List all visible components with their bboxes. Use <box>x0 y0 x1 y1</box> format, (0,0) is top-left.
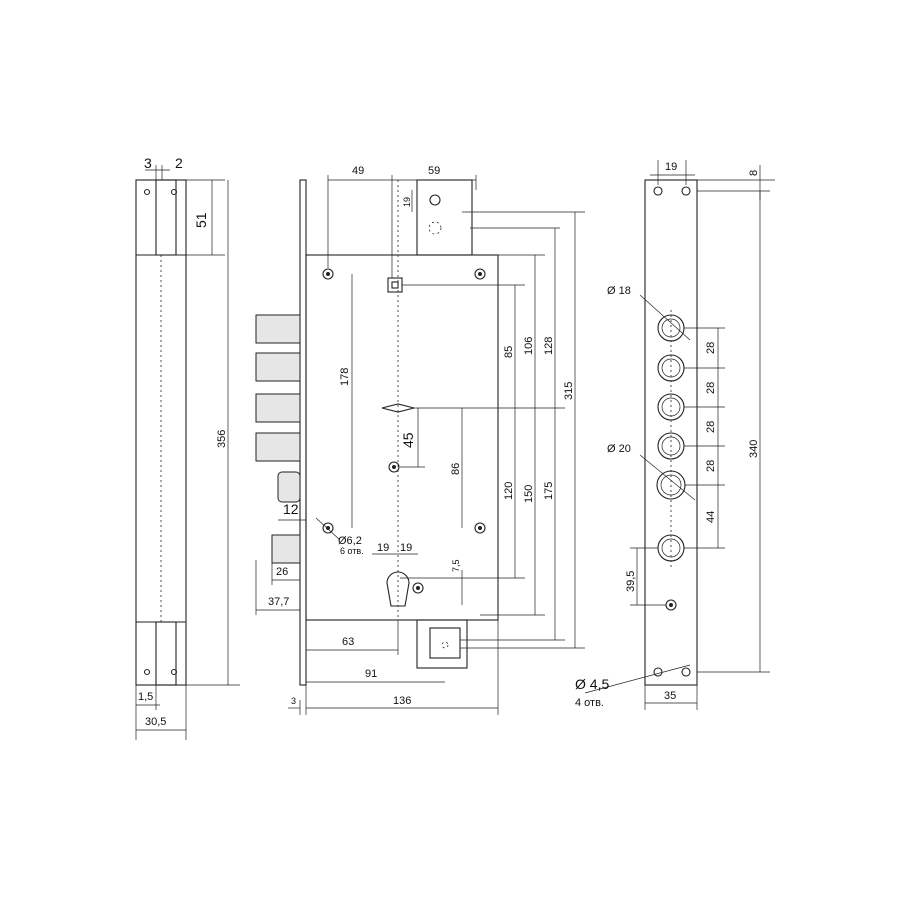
dim-86: 86 <box>450 463 462 475</box>
bolt-3 <box>255 393 301 423</box>
front-faceplate <box>299 179 307 686</box>
strike-dim-holes-d: Ø 4,5 <box>575 676 609 692</box>
bolt-2 <box>255 352 301 382</box>
dim-19b: 19 <box>400 542 412 554</box>
dim-12: 12 <box>283 501 299 517</box>
strike-dim-holes-n: 4 отв. <box>575 697 604 709</box>
dim-holes-n: 6 отв. <box>340 546 364 556</box>
dim-315: 315 <box>563 382 575 400</box>
side-screw-top-left <box>143 188 151 196</box>
body-hole-5 <box>474 522 486 534</box>
dim-45: 45 <box>400 432 416 448</box>
strike-dim-height: 340 <box>748 440 760 458</box>
side-screw-top-right <box>170 188 178 196</box>
side-view: 3 2 51 356 1,5 30,5 <box>135 155 240 740</box>
strike-screw-1 <box>653 186 663 196</box>
strike-dim-top-8: 8 <box>748 170 760 176</box>
body-hole-3 <box>388 461 400 473</box>
strike-screw-2 <box>681 186 691 196</box>
top-tab <box>416 179 473 256</box>
side-lower-notch <box>155 621 177 686</box>
dim-150: 150 <box>523 485 535 503</box>
dim-85: 85 <box>503 346 515 358</box>
tab-hidden-hole <box>428 221 442 235</box>
dim-3: 3 <box>291 696 296 706</box>
dim-top-left: 49 <box>352 165 364 177</box>
dim-178: 178 <box>339 368 351 386</box>
side-screw-bottom-right <box>170 668 178 676</box>
side-dim-upper: 51 <box>193 212 209 228</box>
strike-dim-width: 35 <box>664 690 676 702</box>
spindle-square <box>387 277 403 293</box>
dim-26: 26 <box>276 566 288 578</box>
dim-19a: 19 <box>377 542 389 554</box>
side-dim-top-a: 3 <box>144 155 152 171</box>
dim-top-right: 59 <box>428 165 440 177</box>
strike-dim-s3: 28 <box>705 421 717 433</box>
bottom-tab <box>416 619 468 669</box>
dim-175: 175 <box>543 482 555 500</box>
strike-screw-4 <box>681 667 691 677</box>
strike-view: 19 8 Ø 18 Ø 20 28 28 28 28 44 39,5 340 <box>575 160 775 710</box>
bolt-1 <box>255 314 301 344</box>
front-view: 49 59 19 178 85 106 128 315 120 150 175 <box>255 165 585 715</box>
dead-latch <box>271 534 301 564</box>
latch <box>277 471 301 503</box>
dim-tab: 19 <box>402 197 412 207</box>
dim-136: 136 <box>393 695 411 707</box>
strike-dim-s1: 28 <box>705 342 717 354</box>
side-dim-bottom-a: 1,5 <box>138 691 153 703</box>
strike-plate <box>644 179 698 686</box>
dim-7-5: 7,5 <box>451 559 461 572</box>
body-hole-2 <box>474 268 486 280</box>
side-dim-top-b: 2 <box>175 155 183 171</box>
side-screw-bottom-left <box>143 668 151 676</box>
tab-hole <box>429 194 441 206</box>
strike-screw-3 <box>653 667 663 677</box>
strike-dim-s2: 28 <box>705 382 717 394</box>
side-dim-height: 356 <box>216 430 228 448</box>
dim-120: 120 <box>503 482 515 500</box>
body-hole-6 <box>412 582 424 594</box>
strike-dim-s4: 28 <box>705 460 717 472</box>
front-body <box>305 254 499 621</box>
side-dim-bottom-b: 30,5 <box>145 716 166 728</box>
dim-63: 63 <box>342 636 354 648</box>
dim-106: 106 <box>523 337 535 355</box>
bolt-4 <box>255 432 301 462</box>
strike-dim-top-w: 19 <box>665 161 677 173</box>
dim-holes-d: Ø6,2 <box>338 535 362 547</box>
cylinder-cutout <box>386 571 410 607</box>
strike-dim-s5: 44 <box>705 511 717 523</box>
side-upper-notch <box>155 179 177 256</box>
dim-91: 91 <box>365 668 377 680</box>
strike-dim-d18: Ø 18 <box>607 285 631 297</box>
body-hole-4 <box>322 522 334 534</box>
dim-37-7: 37,7 <box>268 596 289 608</box>
dim-128: 128 <box>543 337 555 355</box>
body-hole-1 <box>322 268 334 280</box>
strike-dim-s6: 39,5 <box>625 571 637 592</box>
strike-dim-d20: Ø 20 <box>607 443 631 455</box>
